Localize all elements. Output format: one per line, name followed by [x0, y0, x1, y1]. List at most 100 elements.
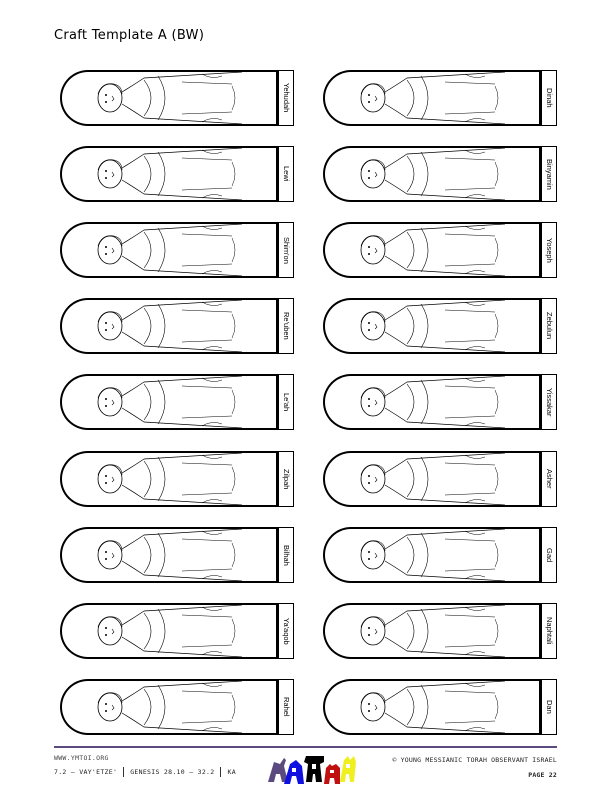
footer-separator: [123, 767, 125, 777]
footer-lesson: 7.2 – VAY'ETZE': [54, 768, 118, 776]
card-name-label: Lewi: [279, 146, 294, 202]
card-outline: [60, 298, 278, 354]
card-outline: [323, 298, 541, 354]
footer-website-link[interactable]: WWW.YMTOI.ORG: [54, 754, 109, 762]
card-divider: [539, 70, 542, 126]
card-name-label: Shim'on: [279, 222, 294, 278]
card-outline: [323, 603, 541, 659]
card-name-label: Binyamin: [542, 146, 557, 202]
card-name: Le'ah: [281, 392, 291, 412]
card-outline: [60, 527, 278, 583]
card-outline: [60, 222, 278, 278]
card-divider: [539, 679, 542, 735]
figure-line-art-icon: [360, 681, 506, 733]
card-divider: [276, 146, 279, 202]
card-divider: [539, 222, 542, 278]
card-name: Yissakar: [544, 387, 554, 417]
bookmark-card-yehudah: Yehudah: [60, 70, 294, 126]
bookmark-card-yaaqob: Ya'aqob: [60, 603, 294, 659]
card-name: Binyamin: [544, 158, 554, 190]
card-name: Dinah: [544, 88, 554, 108]
bookmark-card-binyamin: Binyamin: [323, 146, 557, 202]
bookmark-card-reuben: Re'uben: [60, 298, 294, 354]
card-name-label: Yehudah: [279, 70, 294, 126]
card-name-label: Dinah: [542, 70, 557, 126]
figure-line-art-icon: [97, 605, 243, 657]
card-name-label: Le'ah: [279, 374, 294, 430]
card-outline: [323, 679, 541, 735]
figure-line-art-icon: [97, 453, 243, 505]
bookmark-card-naphtali: Naphtali: [323, 603, 557, 659]
card-name-label: Rahel: [279, 679, 294, 735]
card-name: Re'uben: [281, 312, 291, 340]
card-name: Gad: [544, 547, 554, 563]
figure-line-art-icon: [97, 681, 243, 733]
card-name: Shim'on: [281, 236, 291, 264]
card-divider: [539, 374, 542, 430]
card-name-label: Gad: [542, 527, 557, 583]
figure-line-art-icon: [97, 224, 243, 276]
card-name-label: Zebulun: [542, 298, 557, 354]
card-divider: [276, 298, 279, 354]
card-name-label: Bilhah: [279, 527, 294, 583]
card-divider: [276, 527, 279, 583]
card-name: Rahel: [281, 697, 291, 717]
card-name: Dan: [544, 700, 554, 714]
card-outline: [323, 222, 541, 278]
figure-line-art-icon: [360, 224, 506, 276]
bookmark-card-rahel: Rahel: [60, 679, 294, 735]
card-outline: [323, 374, 541, 430]
card-name-label: Yissakar: [542, 374, 557, 430]
card-name: Ya'aqob: [281, 617, 291, 645]
card-divider: [539, 298, 542, 354]
card-divider: [539, 146, 542, 202]
bookmark-card-lewi: Lewi: [60, 146, 294, 202]
footer-level: KA: [227, 768, 236, 776]
card-divider: [539, 527, 542, 583]
footer-copyright: © YOUNG MESSIANIC TORAH OBSERVANT ISRAEL: [392, 756, 557, 764]
card-name-label: Re'uben: [279, 298, 294, 354]
figure-line-art-icon: [360, 300, 506, 352]
card-outline: [323, 146, 541, 202]
card-name-label: Ya'aqob: [279, 603, 294, 659]
figure-line-art-icon: [97, 529, 243, 581]
figure-line-art-icon: [360, 529, 506, 581]
card-name: Zebulun: [544, 312, 554, 340]
figure-line-art-icon: [97, 300, 243, 352]
figure-line-art-icon: [97, 72, 243, 124]
card-divider: [276, 374, 279, 430]
card-name: Naphtali: [544, 617, 554, 645]
card-outline: [60, 374, 278, 430]
bookmark-card-leah: Le'ah: [60, 374, 294, 430]
ymtoi-logo-icon: [268, 756, 356, 784]
card-outline: [60, 679, 278, 735]
card-name: Yoseph: [544, 237, 554, 263]
card-name: Lewi: [281, 166, 291, 182]
card-outline: [60, 70, 278, 126]
card-divider: [539, 603, 542, 659]
card-name: Bilhah: [281, 544, 291, 566]
footer-scripture: GENESIS 28.10 – 32.2: [130, 768, 215, 776]
page-number: PAGE 22: [528, 771, 557, 779]
bookmark-card-yissakar: Yissakar: [323, 374, 557, 430]
bookmark-card-asher: Asher: [323, 451, 557, 507]
card-outline: [323, 527, 541, 583]
card-name: Zilpah: [281, 468, 291, 490]
card-divider: [539, 451, 542, 507]
card-name-label: Naphtali: [542, 603, 557, 659]
bookmark-card-dan: Dan: [323, 679, 557, 735]
footer-separator: [220, 767, 222, 777]
card-divider: [276, 679, 279, 735]
card-name: Yehudah: [281, 83, 291, 113]
card-divider: [276, 603, 279, 659]
footer-right: © YOUNG MESSIANIC TORAH OBSERVANT ISRAEL…: [392, 756, 557, 779]
card-name: Asher: [544, 469, 554, 489]
card-divider: [276, 222, 279, 278]
card-outline: [60, 451, 278, 507]
bookmark-card-shimon: Shim'on: [60, 222, 294, 278]
card-name-label: Yoseph: [542, 222, 557, 278]
figure-line-art-icon: [360, 605, 506, 657]
bookmark-card-yoseph: Yoseph: [323, 222, 557, 278]
figure-line-art-icon: [360, 148, 506, 200]
figure-line-art-icon: [360, 72, 506, 124]
